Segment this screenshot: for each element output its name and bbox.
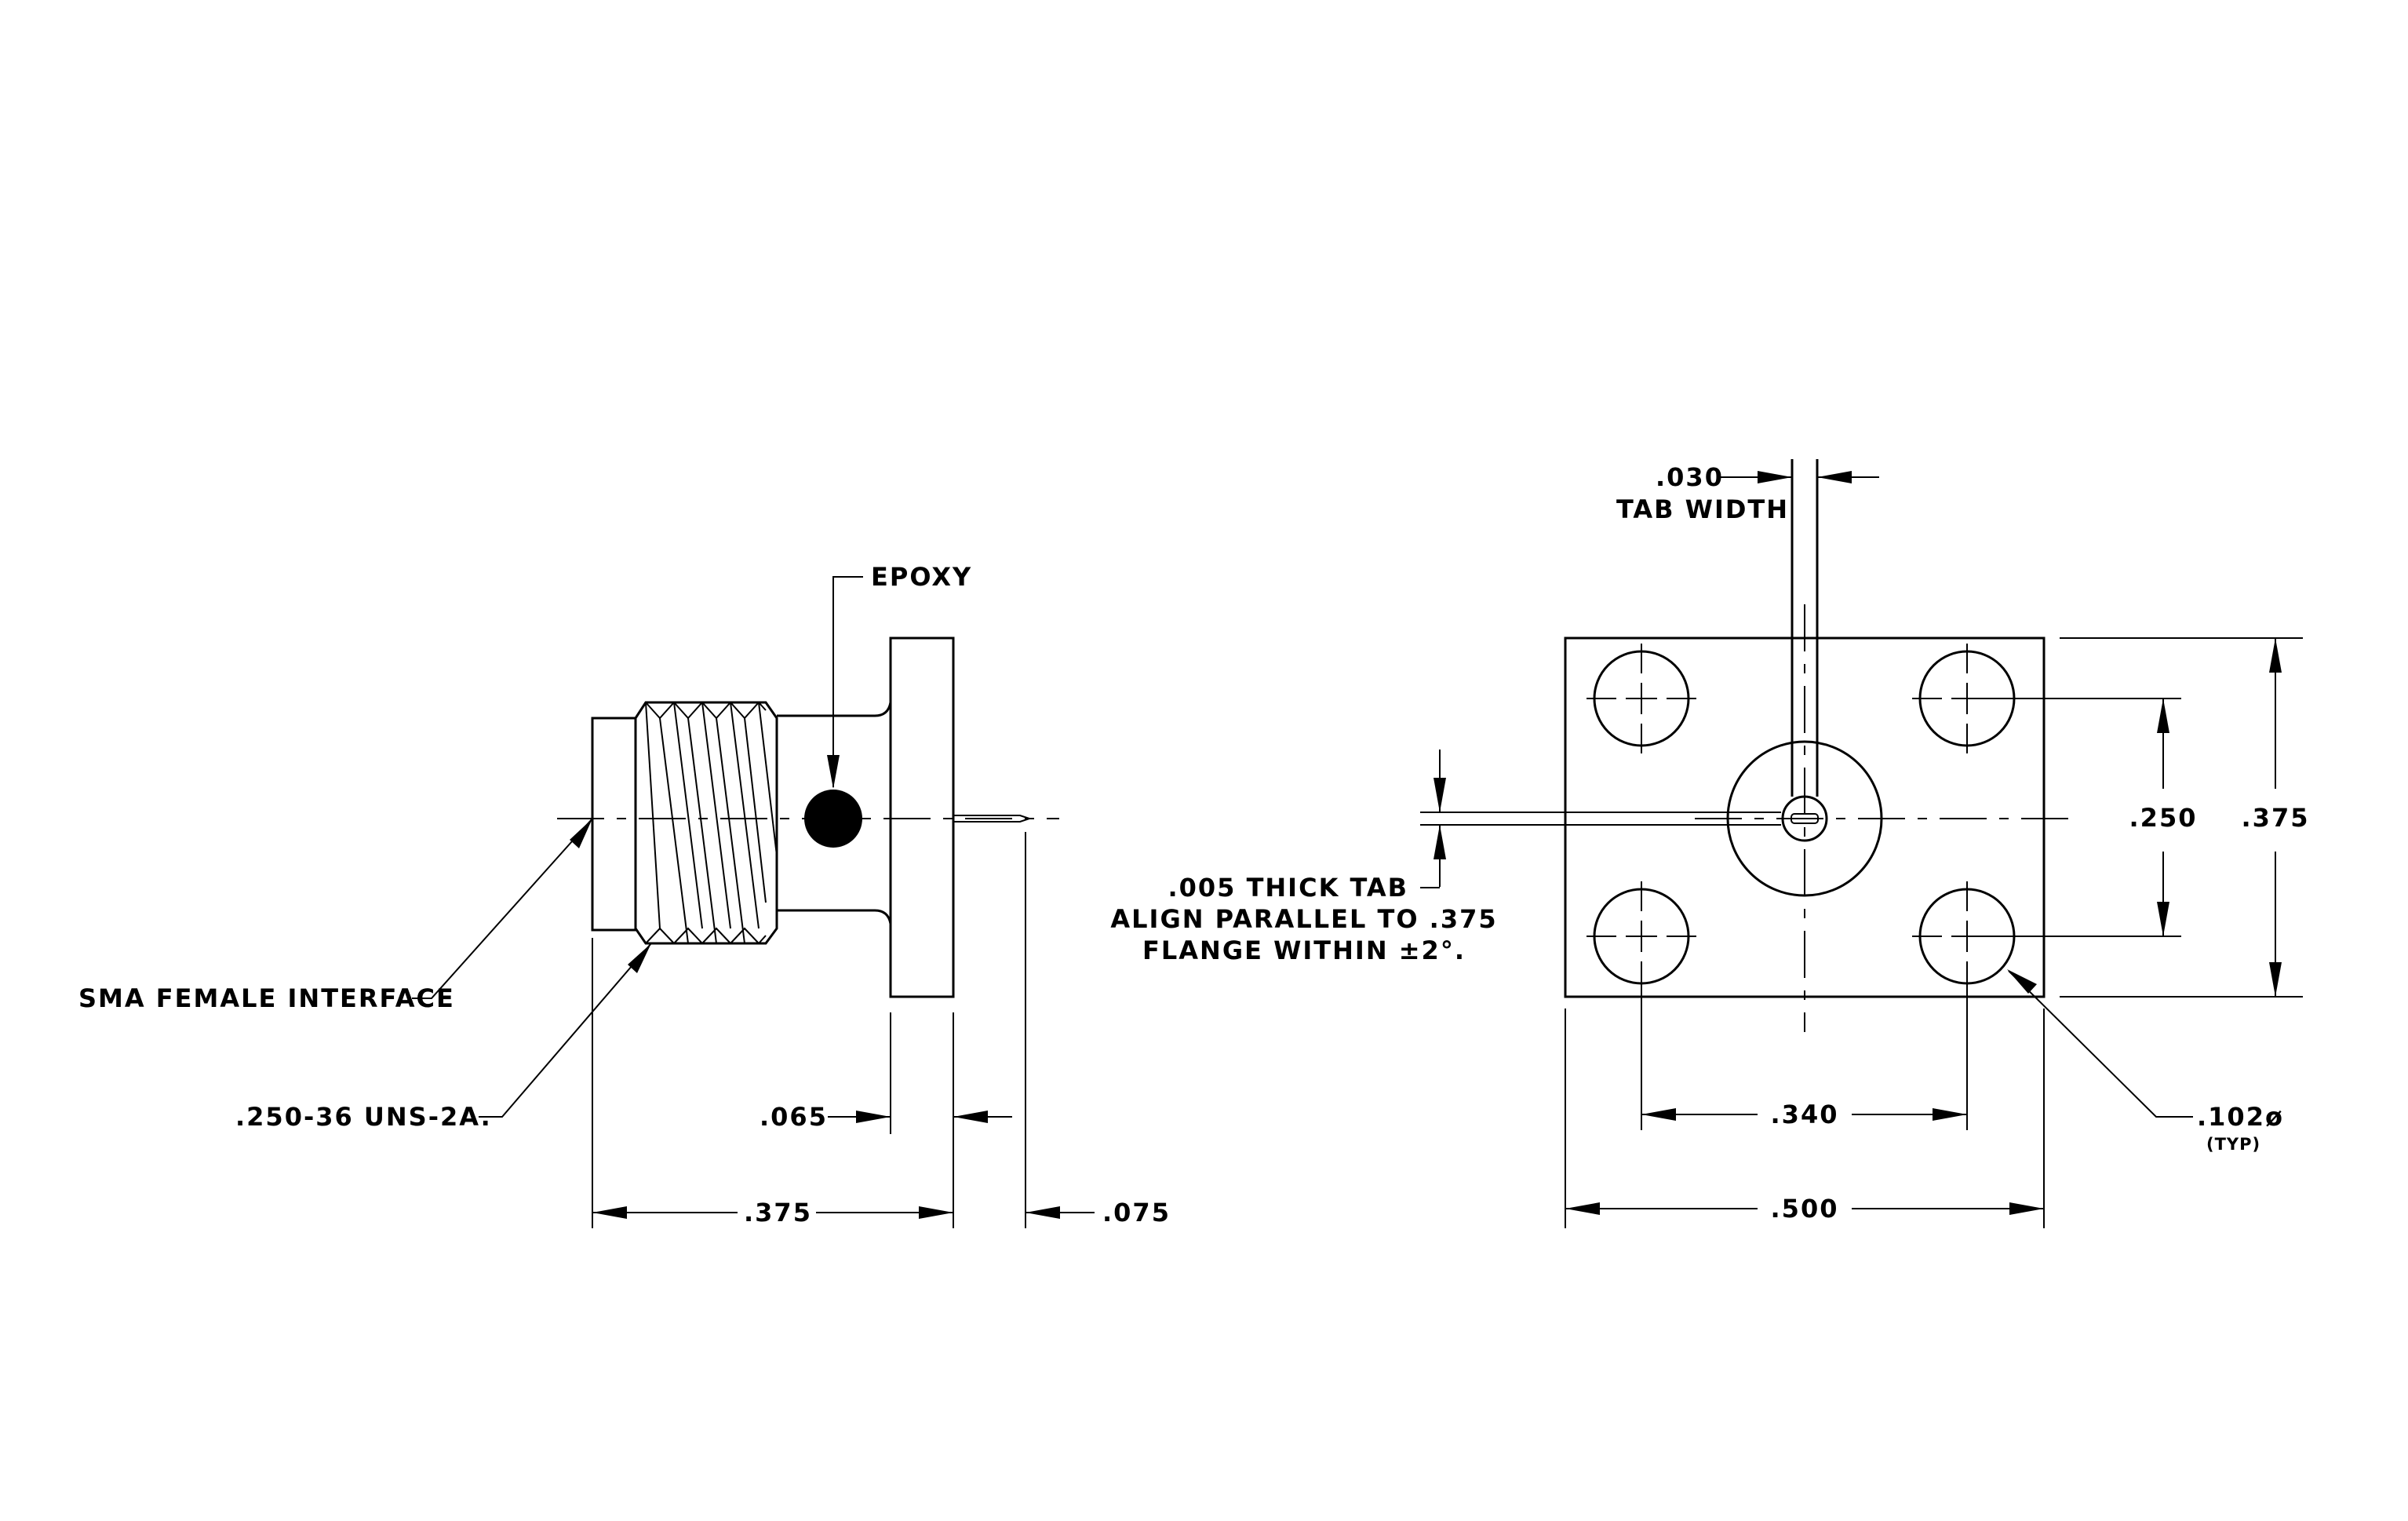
interface-leader [412, 818, 593, 999]
tab-front [1791, 459, 1819, 797]
front-ring [591, 717, 637, 932]
tab-width-label: TAB WIDTH [1616, 494, 1789, 524]
tab-note-line-3: FLANGE WITHIN ±2°. [1142, 936, 1466, 965]
tab-note-line-2: ALIGN PARALLEL TO .375 [1110, 904, 1497, 934]
tab-side [953, 815, 1033, 823]
flange-height-label: .375 [2242, 803, 2310, 833]
epoxy-label: EPOXY [871, 562, 972, 592]
connector-body [777, 702, 892, 925]
thread-section [634, 701, 778, 945]
flange-thickness-label: .065 [760, 1102, 828, 1132]
thread-label: .250-36 UNS-2A. [235, 1102, 492, 1132]
side-view: EPOXY SMA FEMALE INTERFACE .250-36 UNS-2… [78, 562, 1171, 1228]
thread-leader [479, 943, 652, 1118]
hole-spacing-v-label: .250 [2129, 803, 2198, 833]
tab-width-value: .030 [1656, 462, 1724, 492]
epoxy-leader [827, 576, 863, 789]
tab-extension-label: .075 [1102, 1198, 1171, 1227]
interface-label: SMA FEMALE INTERFACE [78, 983, 455, 1013]
hole-dia-leader [2007, 969, 2193, 1118]
front-view: .030 TAB WIDTH .005 THICK TAB ALIGN PARA… [1110, 459, 2310, 1228]
tab-note-line-1: .005 THICK TAB [1168, 873, 1408, 903]
flange-side [889, 636, 955, 998]
hole-dia-note: (TYP) [2206, 1135, 2260, 1154]
flange-width-label: .500 [1771, 1194, 1839, 1224]
tab-thickness-lines [1420, 750, 1781, 888]
overall-length-label: .375 [744, 1198, 812, 1227]
hole-dia-label: .102ø [2197, 1102, 2284, 1132]
hole-spacing-h-label: .340 [1771, 1100, 1839, 1129]
